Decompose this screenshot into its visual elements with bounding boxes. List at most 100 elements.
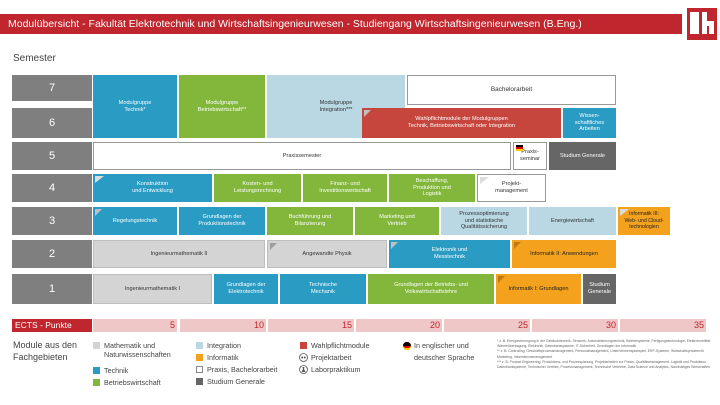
module-energiewirtschaft[interactable]: Energiewirtschaft xyxy=(529,207,616,235)
legend-title-line: Module aus den xyxy=(13,340,78,350)
semester-1: 1 xyxy=(12,274,92,304)
module-label: Messtechnik xyxy=(433,254,466,260)
module-label: management xyxy=(495,188,528,194)
module-label: Mechanik xyxy=(311,289,335,295)
module-bachelorarbeit[interactable]: Bachelorarbeit xyxy=(407,75,616,105)
module-praxisseminar[interactable]: Praxis-seminar xyxy=(513,142,547,170)
module-projektmanagement[interactable]: Projekt-management xyxy=(477,174,546,202)
module-ingenieurmathematik-2[interactable]: Ingenieurmathematik II xyxy=(93,240,265,268)
module-label: Finanz- und xyxy=(330,181,360,188)
semester-7: 7 xyxy=(12,75,92,101)
module-label: Praxissemester xyxy=(282,152,322,159)
ects-tick-20: 20 xyxy=(356,319,442,332)
laborpraktikum-icon xyxy=(391,242,398,249)
legend-text: deutscher Sprache xyxy=(414,353,475,362)
module-regelungstechnik[interactable]: Regelungstechnik xyxy=(93,207,177,235)
university-logo xyxy=(687,8,717,40)
ects-tick-15: 15 xyxy=(268,319,354,332)
laborpraktikum-icon xyxy=(95,209,102,216)
module-informatik-3[interactable]: Informatik III:Web- und Cloud-technologi… xyxy=(618,207,670,235)
module-label: Praxis- xyxy=(521,149,539,156)
language-flag-icon xyxy=(403,342,411,350)
ects-tick-5: 5 xyxy=(93,319,177,332)
module-label: Ingenieurmathematik I xyxy=(124,285,181,292)
module-label: Bachelorarbeit xyxy=(490,86,533,93)
projektarbeit-icon xyxy=(620,209,629,216)
module-label: Elektronik und xyxy=(431,247,468,254)
module-angewandte-physik[interactable]: Angewandte Physik xyxy=(267,240,387,268)
ects-label: ECTS - Punkte xyxy=(12,319,92,332)
laborpraktikum-icon xyxy=(299,365,308,374)
wahlpflicht-marker-icon xyxy=(364,110,371,117)
module-label: Technik* xyxy=(124,106,146,113)
module-label: Angewandte Physik xyxy=(302,250,352,257)
module-informatik-1[interactable]: Informatik I: Grundlagen xyxy=(496,274,581,304)
module-label: Marketing und xyxy=(379,214,415,221)
module-label: Grundlagen der xyxy=(202,214,242,221)
semester-4: 4 xyxy=(12,174,92,202)
module-label: Betriebswirtschaft** xyxy=(197,106,247,113)
module-label: Volkswirtschaftslehre xyxy=(404,289,458,295)
legend-swatch-technik xyxy=(93,367,100,374)
legend-sprache: In englischer und deutscher Sprache xyxy=(414,341,474,362)
ects-tick-35: 35 xyxy=(620,319,706,332)
module-label: Informatik III: xyxy=(629,211,659,218)
module-label: Modulgruppe xyxy=(118,99,152,106)
semester-5: 5 xyxy=(12,142,92,170)
module-label: Produktion und xyxy=(413,184,451,191)
module-label: Regelungstechnik xyxy=(112,217,158,224)
module-praxissemester[interactable]: Praxissemester xyxy=(93,142,511,170)
legend-integration: Integration xyxy=(207,341,241,350)
module-label: Investitionswirtschaft xyxy=(319,188,371,194)
module-label: Modulgruppe xyxy=(205,99,239,106)
laborpraktikum-icon xyxy=(498,276,505,283)
module-label: Studium Generale xyxy=(559,152,606,159)
footnote: ** z. B. Controlling, Geschäftsprozessma… xyxy=(497,349,705,359)
module-informatik-2[interactable]: Informatik II: Anwendungen xyxy=(512,240,616,268)
module-label: Studium xyxy=(589,282,610,289)
legend-swatch-studium xyxy=(196,378,203,385)
module-label: Grundlagen der xyxy=(226,282,266,289)
module-label: und Entwicklung xyxy=(132,188,173,194)
ects-tick-30: 30 xyxy=(532,319,618,332)
ects-tick-10: 10 xyxy=(180,319,266,332)
footnote: *** z. B. Product Engineering, Produktio… xyxy=(497,359,711,370)
module-studium-generale[interactable]: Studium Generale xyxy=(549,142,616,170)
module-label: Modulgruppe xyxy=(319,99,353,106)
legend-projektarbeit: Projektarbeit xyxy=(311,353,352,362)
module-label: Ingenieurmathematik II xyxy=(150,250,208,257)
module-label: Technik, Betriebswirtschaft oder Integra… xyxy=(408,123,515,129)
legend-studium: Studium Generale xyxy=(207,377,265,386)
module-label: Kosten- und xyxy=(242,181,273,188)
module-label: Wahlpflichtmodule der Modulgruppen xyxy=(415,116,508,123)
legend-technik: Technik xyxy=(104,366,129,375)
footnote: * z. B. Energieversorgung in der Gebäude… xyxy=(497,339,711,349)
semester-6: 6 xyxy=(12,108,92,138)
legend-swatch-informatik xyxy=(196,354,203,361)
module-label: Konstruktion xyxy=(136,181,169,188)
module-ingenieurmathematik-1[interactable]: Ingenieurmathematik I xyxy=(93,274,212,304)
module-label: Web- und Cloud- xyxy=(624,217,664,224)
legend-swatch-praxis xyxy=(196,366,203,373)
laborpraktikum-icon xyxy=(270,243,277,250)
legend-bwl: Betriebswirtschaft xyxy=(104,378,161,387)
module-label: Prozessoptimierung xyxy=(459,210,509,217)
semester-heading: Semester xyxy=(13,53,56,64)
